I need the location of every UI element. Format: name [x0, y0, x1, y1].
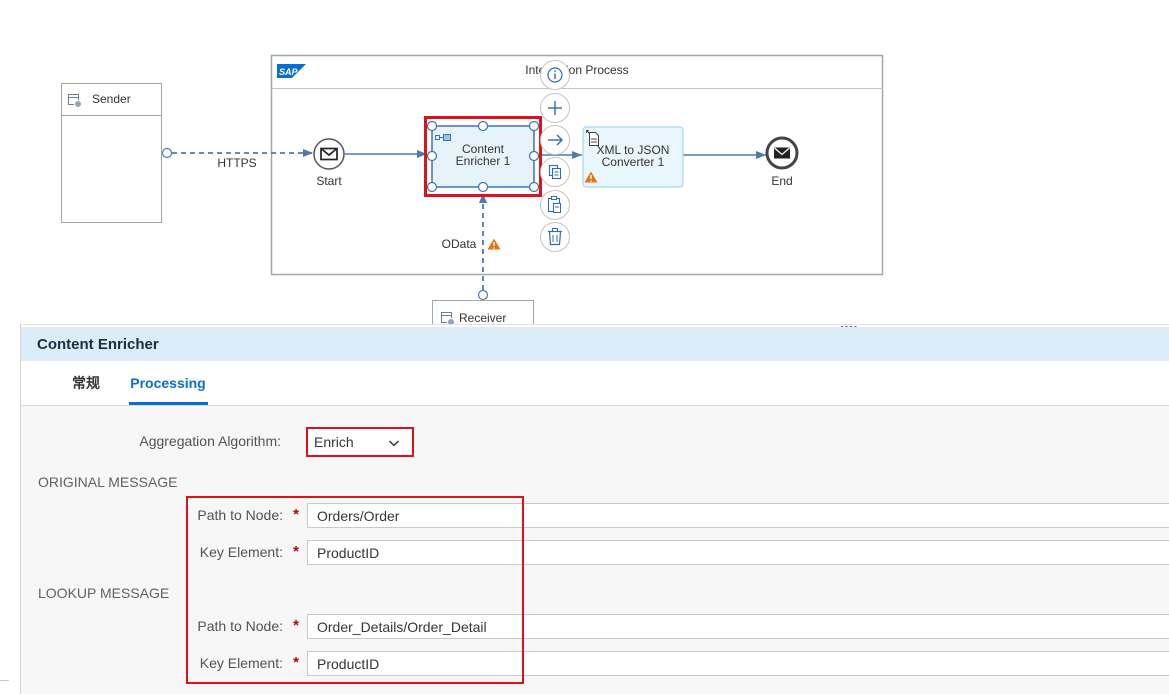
lookup-key-input[interactable]	[307, 651, 1169, 676]
paste-icon[interactable]	[540, 190, 570, 220]
lookup-message-heading: LOOKUP MESSAGE	[38, 585, 170, 601]
svg-text:SAP: SAP	[279, 67, 299, 77]
receiver-participant[interactable]: Receiver	[432, 300, 534, 325]
gutter-tick	[0, 680, 9, 681]
resize-handle[interactable]	[426, 181, 438, 193]
resize-handle[interactable]	[528, 150, 540, 162]
add-icon[interactable]	[540, 93, 570, 123]
resize-handle[interactable]	[528, 120, 540, 132]
delete-icon[interactable]	[540, 222, 570, 252]
info-icon[interactable]	[540, 60, 570, 90]
resize-handle[interactable]	[477, 181, 489, 193]
xml-to-json-converter-step[interactable]: XML to JSON Converter 1	[582, 126, 684, 188]
odata-connection-label: OData	[442, 237, 477, 251]
content-enricher-icon	[435, 134, 451, 141]
original-path-input[interactable]	[307, 503, 1169, 528]
lookup-path-label: Path to Node:	[197, 618, 283, 634]
start-event-label: Start	[316, 174, 342, 188]
warning-icon	[584, 171, 598, 183]
highlight-box-content-enricher	[424, 116, 542, 197]
connect-arrow-icon[interactable]	[540, 125, 570, 155]
converter-icon	[586, 130, 599, 146]
diagram-svg[interactable]: Sender SAP Integration Process HTTPS Sta…	[0, 0, 1169, 324]
original-key-input[interactable]	[307, 540, 1169, 565]
receiver-label: Receiver	[459, 311, 506, 324]
resize-handle[interactable]	[426, 120, 438, 132]
content-enricher-label: Enricher 1	[456, 154, 511, 168]
chevron-down-icon[interactable]	[388, 436, 400, 448]
aggregation-algorithm-select[interactable]: Enrich	[309, 430, 411, 454]
xml-converter-label: Converter 1	[602, 155, 665, 169]
left-gutter-divider	[20, 0, 21, 694]
required-marker: *	[293, 654, 299, 671]
copy-icon[interactable]	[540, 157, 570, 187]
envelope-icon	[320, 147, 338, 161]
participant-icon	[441, 312, 455, 324]
aggregation-algorithm-value: Enrich	[314, 434, 354, 450]
odata-connection[interactable]: OData	[442, 193, 501, 301]
selection-handles[interactable]	[426, 120, 540, 193]
end-event[interactable]: End	[765, 136, 799, 188]
original-message-heading: ORIGINAL MESSAGE	[38, 474, 178, 490]
start-event[interactable]: Start	[313, 138, 345, 188]
warning-icon	[487, 238, 501, 250]
required-marker: *	[293, 543, 299, 560]
https-connection[interactable]: HTTPS	[161, 147, 314, 171]
envelope-filled-icon	[774, 147, 790, 159]
participant-icon	[68, 94, 82, 108]
end-event-label: End	[771, 174, 792, 188]
original-path-label: Path to Node:	[197, 507, 283, 523]
tab-bar: 常规 Processing	[21, 361, 1169, 406]
sap-logo: SAP	[277, 64, 306, 78]
lookup-key-label: Key Element:	[199, 655, 283, 671]
panel-splitter[interactable]	[21, 324, 1169, 327]
original-key-label: Key Element:	[199, 544, 283, 560]
context-pad	[540, 60, 570, 252]
aggregation-algorithm-label: Aggregation Algorithm:	[139, 433, 281, 449]
sender-label: Sender	[92, 92, 131, 106]
xml-converter-label: XML to JSON	[597, 143, 670, 157]
https-connection-label: HTTPS	[217, 156, 256, 170]
tab-processing[interactable]: Processing	[130, 375, 206, 391]
sender-participant[interactable]: Sender	[61, 83, 162, 223]
resize-handle[interactable]	[477, 120, 489, 132]
resize-handle[interactable]	[426, 150, 438, 162]
diagram-canvas[interactable]: Sender SAP Integration Process HTTPS Sta…	[0, 0, 1169, 324]
content-enricher-step[interactable]: Content Enricher 1	[426, 120, 540, 193]
required-marker: *	[293, 617, 299, 634]
selected-tab-indicator	[129, 402, 208, 405]
lookup-path-input[interactable]	[307, 614, 1169, 639]
properties-panel-title: Content Enricher	[37, 336, 159, 353]
properties-panel-header: Content Enricher	[21, 327, 1169, 361]
properties-panel: Content Enricher 常规 Processing Aggregati…	[21, 327, 1169, 694]
content-enricher-label: Content	[462, 142, 505, 156]
resize-handle[interactable]	[528, 181, 540, 193]
required-marker: *	[293, 506, 299, 523]
tab-general[interactable]: 常规	[72, 375, 100, 391]
